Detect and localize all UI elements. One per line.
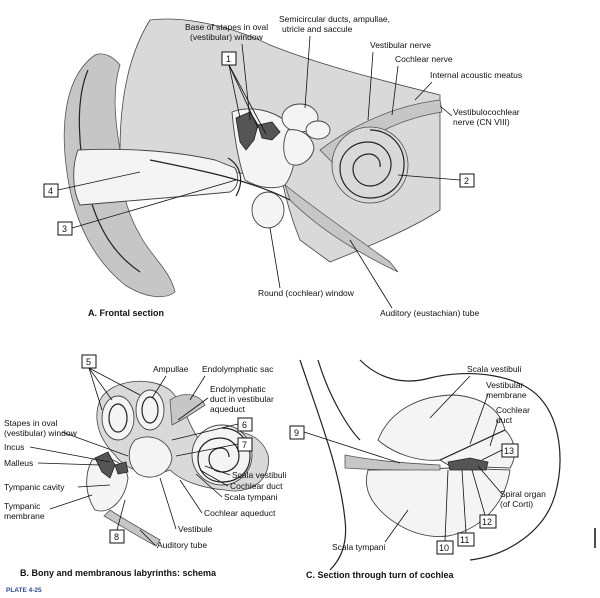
label-scala-vestibuli-b: Scala vestibuli bbox=[232, 470, 286, 480]
label-endolymphatic-duct-2: duct in vestibular bbox=[210, 394, 274, 404]
ossicles-b bbox=[94, 451, 129, 479]
label-stapes-b-1: Stapes in oval bbox=[4, 418, 58, 428]
spiral-organ bbox=[447, 457, 489, 471]
svg-text:11: 11 bbox=[460, 535, 469, 545]
label-auditory-tube-a: Auditory (eustachian) tube bbox=[380, 308, 479, 318]
number-box-5: 5 bbox=[81, 354, 141, 411]
label-incus: Incus bbox=[4, 442, 24, 452]
svg-text:13: 13 bbox=[504, 446, 514, 456]
number-box-8: 8 bbox=[109, 499, 126, 544]
tympanic-membrane bbox=[227, 157, 242, 197]
label-semicircular-2: utricle and saccule bbox=[282, 24, 353, 34]
label-scala-vestibuli-c: Scala vestibuli bbox=[467, 364, 521, 374]
semicircular-canal-2 bbox=[305, 120, 331, 140]
svg-text:9: 9 bbox=[294, 428, 299, 438]
label-spiral-organ-2: (of Corti) bbox=[500, 499, 533, 509]
label-round-window: Round (cochlear) window bbox=[258, 288, 355, 298]
number-box-4: 4 bbox=[43, 171, 141, 198]
label-cn8-1: Vestibulocochlear bbox=[453, 107, 520, 117]
number-box-3: 3 bbox=[57, 179, 237, 236]
auditory-tube-b bbox=[103, 509, 161, 547]
label-stapes-a-1: Base of stapes in oval bbox=[185, 22, 268, 32]
number-box-1: 1 bbox=[221, 51, 267, 135]
number-box-12: 12 bbox=[471, 469, 497, 529]
label-vestibular-nerve: Vestibular nerve bbox=[370, 40, 431, 50]
label-tympanic-membrane-1: Tympanic bbox=[4, 501, 41, 511]
svg-text:7: 7 bbox=[242, 440, 247, 450]
label-internal-acoustic-meatus: Internal acoustic meatus bbox=[430, 70, 522, 80]
number-box-10: 10 bbox=[436, 469, 454, 555]
label-cochlear-aqueduct: Cochlear aqueduct bbox=[204, 508, 276, 518]
svg-text:1: 1 bbox=[226, 54, 231, 64]
vestibule-b bbox=[128, 436, 173, 478]
number-box-2: 2 bbox=[397, 173, 475, 188]
svg-text:4: 4 bbox=[48, 186, 53, 196]
svg-text:10: 10 bbox=[439, 543, 449, 553]
plate-number: PLATE 4-25 bbox=[6, 587, 42, 594]
label-auditory-tube-b: Auditory tube bbox=[157, 540, 207, 550]
endolymphatic-sac bbox=[169, 394, 206, 426]
label-ampullae: Ampullae bbox=[153, 364, 189, 374]
label-semicircular-1: Semicircular ducts, ampullae, bbox=[279, 14, 390, 24]
svg-text:12: 12 bbox=[482, 517, 492, 527]
auditory-tube-a bbox=[284, 183, 399, 273]
label-endolymphatic-sac: Endolymphatic sac bbox=[202, 364, 274, 374]
number-box-11: 11 bbox=[457, 469, 475, 547]
panel-a-frontal-section: Base of stapes in oval (vestibular) wind… bbox=[43, 14, 522, 318]
label-vestibule: Vestibule bbox=[178, 524, 213, 534]
label-stapes-a-2: (vestibular) window bbox=[190, 32, 264, 42]
svg-text:8: 8 bbox=[114, 532, 119, 542]
svg-text:6: 6 bbox=[242, 420, 247, 430]
label-spiral-organ-1: Spiral organ bbox=[500, 489, 546, 499]
label-malleus: Malleus bbox=[4, 458, 33, 468]
caption-b: B. Bony and membranous labyrinths: schem… bbox=[20, 568, 217, 578]
label-cn8-2: nerve (CN VIII) bbox=[453, 117, 510, 127]
svg-text:2: 2 bbox=[464, 176, 469, 186]
label-tympanic-membrane-2: membrane bbox=[4, 511, 45, 521]
label-scala-tympani-b: Scala tympani bbox=[224, 492, 277, 502]
osseous-spiral-lamina bbox=[344, 454, 441, 471]
label-endolymphatic-duct-3: aqueduct bbox=[210, 404, 246, 414]
label-cochlear-duct-c-2: duct bbox=[496, 415, 513, 425]
label-cochlear-duct-b: Cochlear duct bbox=[230, 481, 283, 491]
caption-a: A. Frontal section bbox=[88, 308, 164, 318]
round-window bbox=[251, 191, 285, 229]
cochlea-a bbox=[331, 126, 409, 204]
label-cochlear-duct-c-1: Cochlear bbox=[496, 405, 530, 415]
vestibular-membrane bbox=[439, 429, 506, 461]
label-tympanic-cavity: Tympanic cavity bbox=[4, 482, 65, 492]
panel-c-cochlea-section: Scala vestibuli Vestibular membrane Coch… bbox=[289, 359, 596, 580]
bony-wall bbox=[299, 359, 347, 571]
semicircular-loops-b bbox=[101, 389, 165, 441]
label-vestibular-membrane-2: membrane bbox=[486, 390, 527, 400]
label-scala-tympani-c: Scala tympani bbox=[332, 542, 385, 552]
svg-text:3: 3 bbox=[62, 224, 67, 234]
label-vestibular-membrane-1: Vestibular bbox=[486, 380, 523, 390]
ossicles bbox=[235, 111, 281, 151]
cochlea-b bbox=[191, 424, 253, 486]
vestibule-a bbox=[283, 129, 315, 166]
label-cochlear-nerve: Cochlear nerve bbox=[395, 54, 453, 64]
label-stapes-b-2: (vestibular) window bbox=[4, 428, 78, 438]
number-box-13: 13 bbox=[481, 443, 519, 461]
number-box-9: 9 bbox=[289, 425, 401, 464]
svg-text:5: 5 bbox=[86, 357, 91, 367]
number-box-7: 7 bbox=[175, 437, 253, 457]
panel-b-labyrinth-schema: Ampullae Endolymphatic sac Endolymphatic… bbox=[4, 354, 286, 594]
label-endolymphatic-duct-1: Endolymphatic bbox=[210, 384, 267, 394]
number-box-6: 6 bbox=[171, 417, 253, 441]
caption-c: C. Section through turn of cochlea bbox=[306, 570, 454, 580]
